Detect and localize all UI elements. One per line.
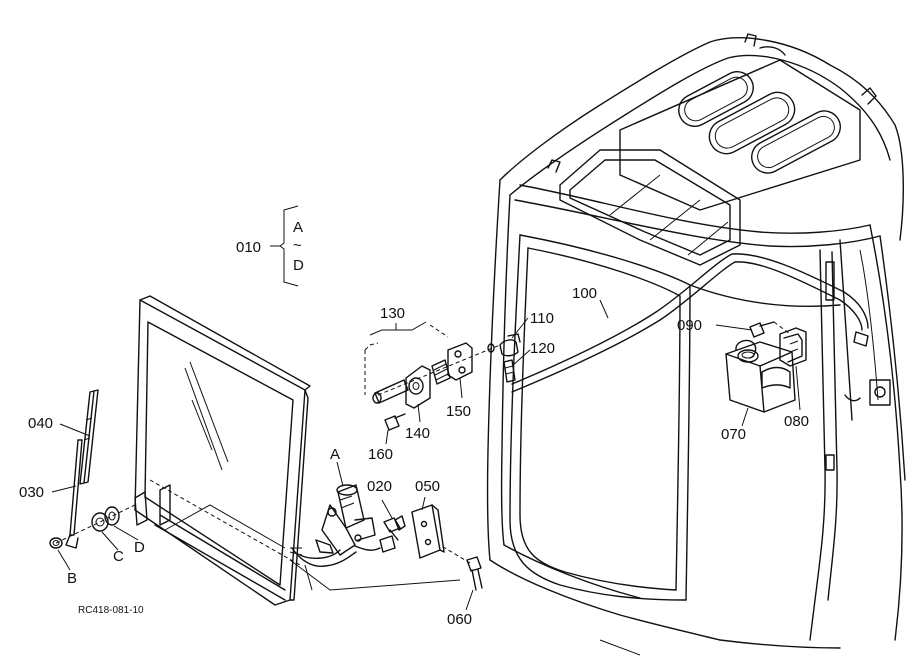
- nozzle-120: [503, 359, 516, 383]
- label-140: 140: [405, 425, 431, 442]
- label-150: 150: [446, 403, 472, 420]
- cab-body: [486, 33, 906, 656]
- label-120: 120: [530, 340, 556, 357]
- pivot-shaft-group-130: [364, 324, 501, 396]
- label-040: 040: [28, 415, 54, 432]
- label-100: 100: [572, 285, 598, 302]
- label-090: 090: [677, 317, 703, 334]
- bolt-090: [749, 321, 791, 338]
- range-bracket-010: [270, 205, 299, 287]
- plate-150: [447, 342, 473, 381]
- label-160: 160: [368, 446, 394, 463]
- motor-cable: [289, 535, 396, 567]
- wiper-nut-b: [49, 537, 63, 549]
- bolt-020: [383, 515, 406, 541]
- label-130: 130: [380, 305, 406, 322]
- range-tilde: ~: [293, 237, 302, 254]
- label-b: B: [67, 570, 78, 587]
- label-070: 070: [721, 426, 747, 443]
- pivot-shaft: [372, 379, 409, 404]
- label-c: C: [113, 548, 124, 565]
- bracket-050: [411, 504, 445, 559]
- label-a: A: [330, 446, 341, 463]
- label-050: 050: [415, 478, 441, 495]
- range-from-a: A: [293, 219, 304, 236]
- bearing-plate-140: [405, 365, 431, 409]
- wiper-motor-a: [299, 484, 376, 559]
- bolt-060: [466, 556, 483, 591]
- label-d: D: [134, 539, 145, 556]
- range-to-d: D: [293, 257, 304, 274]
- label-080: 080: [784, 413, 810, 430]
- wiper-arm-030: [65, 439, 83, 549]
- packing-d: [104, 506, 120, 526]
- label-020: 020: [367, 478, 393, 495]
- spacer-gear: [431, 359, 451, 385]
- tank-bracket-080: [779, 327, 807, 367]
- bolt-160: [384, 413, 406, 431]
- joint-110: [487, 333, 521, 357]
- washer-c: [91, 512, 109, 532]
- washer-hose-100: [511, 253, 869, 393]
- label-030: 030: [19, 484, 45, 501]
- label-110: 110: [530, 310, 554, 327]
- front-window-frame: [134, 295, 311, 606]
- reference-code: RC418-081-10: [78, 605, 144, 616]
- wiper-blade-040: [79, 389, 99, 485]
- washer-tank-070: [725, 339, 796, 413]
- label-060: 060: [447, 611, 473, 628]
- label-010: 010: [236, 239, 262, 256]
- leader-lines: [51, 299, 801, 611]
